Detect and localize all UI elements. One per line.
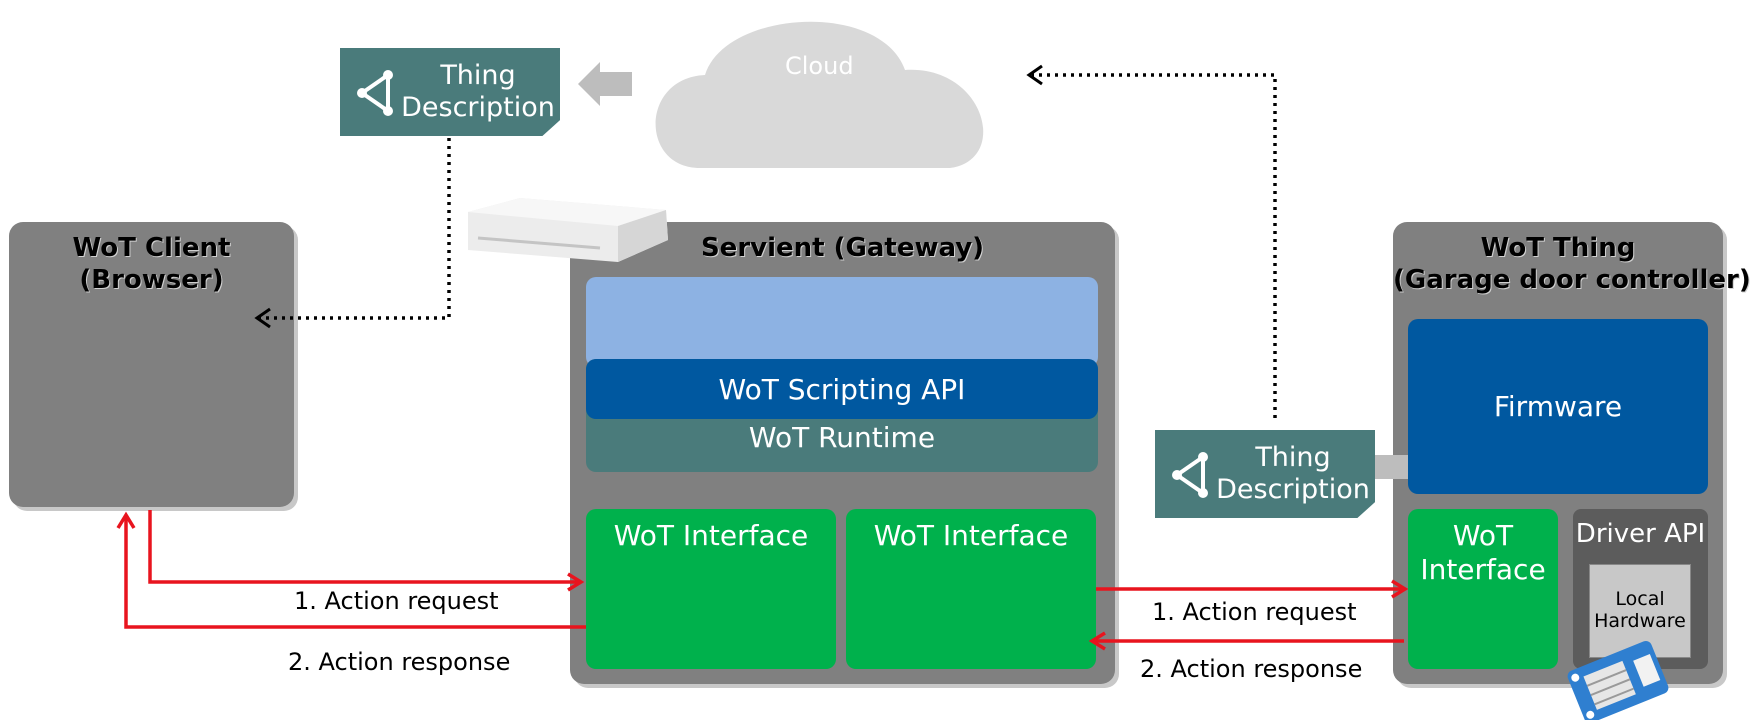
wot-scripting-api: WoT Scripting API xyxy=(586,359,1098,419)
cloud-label: Cloud xyxy=(785,52,854,80)
driver-api-box: Driver API Local Hardware xyxy=(1573,509,1708,669)
thing-description-top[interactable]: Thing Description xyxy=(340,48,560,136)
td-to-client-arrowhead xyxy=(254,307,271,329)
gateway-interface-left-label: WoT Interface xyxy=(613,519,809,552)
wot-client-box[interactable]: WoT Client (Browser) xyxy=(9,222,294,507)
share-icon xyxy=(357,70,393,116)
firmware-layer: Firmware xyxy=(1408,319,1708,494)
left-request-arrow xyxy=(148,510,580,584)
application-layer xyxy=(586,277,1098,367)
driver-api-label: Driver API xyxy=(1575,519,1706,549)
scripting-api-label: WoT Scripting API xyxy=(718,372,966,406)
local-hardware-box: Local Hardware xyxy=(1589,564,1691,658)
td-right-line2: Description xyxy=(1216,474,1370,505)
td-top-line2: Description xyxy=(401,92,555,123)
left-response-label: 2. Action response xyxy=(288,648,511,676)
firmware-label: Firmware xyxy=(1493,390,1623,423)
thing-description-right[interactable]: Thing Description xyxy=(1155,430,1375,518)
local-hardware-line1: Local xyxy=(1615,588,1665,610)
wot-thing-box[interactable]: WoT Thing (Garage door controller) Firmw… xyxy=(1393,222,1751,684)
runtime-label: WoT Runtime xyxy=(748,421,936,454)
local-hardware-line2: Hardware xyxy=(1594,610,1686,632)
td-to-cloud-dotted-arrow xyxy=(1032,73,1277,418)
right-request-label: 1. Action request xyxy=(1152,598,1357,626)
thing-interface[interactable]: WoT Interface xyxy=(1408,509,1558,669)
gateway-box[interactable]: Servient (Gateway) WoT Runtime WoT Scrip… xyxy=(570,222,1115,684)
gateway-title: Servient (Gateway) xyxy=(700,233,985,263)
thing-title-line2: (Garage door controller) xyxy=(1393,265,1751,295)
gateway-interface-right[interactable]: WoT Interface xyxy=(846,509,1096,669)
left-request-label: 1. Action request xyxy=(294,587,499,615)
client-title-line1: WoT Client xyxy=(72,233,231,263)
td-to-cloud-arrowhead xyxy=(1026,64,1043,86)
share-icon xyxy=(1172,452,1208,498)
gateway-interface-right-label: WoT Interface xyxy=(873,519,1069,552)
td-to-client-dotted-arrow xyxy=(260,138,451,320)
td-right-line1: Thing xyxy=(1255,442,1331,473)
thing-interface-line1: WoT xyxy=(1452,519,1514,552)
gateway-interface-left[interactable]: WoT Interface xyxy=(586,509,836,669)
right-response-label: 2. Action response xyxy=(1140,655,1363,683)
left-response-arrow xyxy=(124,516,586,629)
thing-interface-line2: Interface xyxy=(1420,553,1546,586)
td-top-line1: Thing xyxy=(440,60,516,91)
client-title-line2: (Browser) xyxy=(79,265,224,295)
thing-title-line1: WoT Thing xyxy=(1480,233,1636,263)
